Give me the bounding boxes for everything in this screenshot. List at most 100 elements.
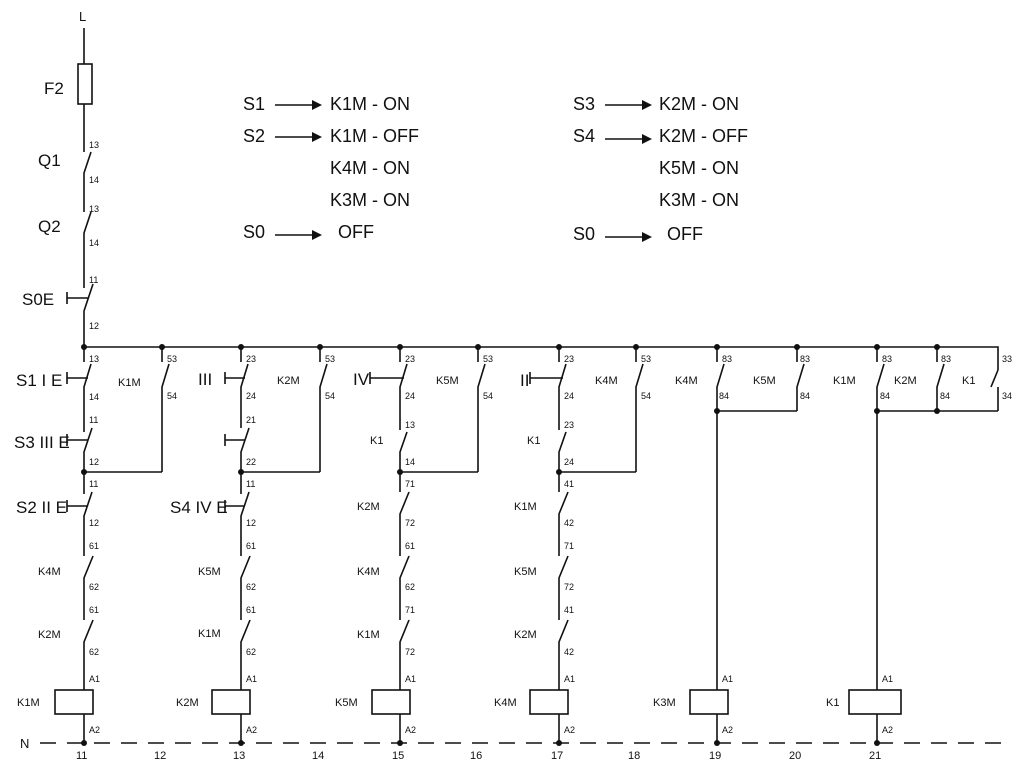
terminal-label: A2: [405, 725, 416, 735]
rung-numbers: 11 12 13 14 15 16 17 18 19 20 21: [76, 750, 881, 762]
rung-number: 13: [233, 750, 245, 762]
rung-number: 14: [312, 750, 324, 762]
contact-label: K1M: [118, 377, 141, 389]
contact-label: K1: [370, 435, 383, 447]
coil-k4m: [529, 689, 569, 715]
junction: [81, 740, 87, 746]
coil-label: K2M: [176, 697, 199, 709]
no-contact-symbol: [876, 347, 885, 411]
terminal-label: 23: [564, 354, 574, 364]
coil-label: K5M: [335, 697, 358, 709]
contact-label: K1: [962, 375, 975, 387]
nc-contact-symbol: [558, 536, 569, 600]
legend-right: S3 K2M - ON S4 K2M - OFF K5M - ON K3M - …: [573, 94, 748, 244]
rung-number: 11: [76, 750, 87, 762]
top-bus: [84, 346, 999, 370]
terminal-label: 72: [405, 518, 415, 528]
contact-label: K2M: [514, 629, 537, 641]
nc-pushbutton-symbol: [66, 490, 93, 532]
arrow-head-icon: [642, 134, 652, 144]
fuse-label: F2: [44, 79, 64, 98]
rung-number: 12: [154, 750, 166, 762]
coil-k1: [848, 689, 902, 715]
arrow-head-icon: [312, 100, 322, 110]
no-contact-symbol: [83, 140, 92, 183]
contact-label: K2M: [277, 375, 300, 387]
coil-k1m: [54, 689, 94, 715]
no-contact-symbol: [558, 410, 567, 472]
terminal-label: 14: [405, 457, 415, 467]
terminal-label: 24: [246, 391, 256, 401]
terminal-label: 11: [246, 479, 255, 489]
terminal-label: 72: [405, 647, 415, 657]
contact-label: III: [198, 370, 212, 389]
terminal-label: 14: [89, 175, 99, 185]
nc-pushbutton-symbol: [66, 422, 93, 472]
nc-pushbutton-symbol: [224, 404, 250, 472]
nc-contact-symbol: [399, 536, 410, 600]
contact-label: K1M: [198, 628, 221, 640]
legend-state: OFF: [338, 222, 374, 242]
terminal-label: 83: [941, 354, 951, 364]
no-contact-symbol: [399, 410, 408, 472]
terminal-label: A2: [722, 725, 733, 735]
coil-k3m: [689, 689, 729, 715]
terminal-label: A2: [882, 725, 893, 735]
contact-label: S0E: [22, 290, 54, 309]
terminal-label: 71: [564, 541, 574, 551]
terminal-label: 84: [940, 391, 950, 401]
legend-state: K1M - OFF: [330, 126, 419, 146]
terminal-label: 24: [564, 457, 574, 467]
terminal-label: 62: [246, 582, 256, 592]
terminal-label: 62: [405, 582, 415, 592]
legend-state: K3M - ON: [330, 190, 410, 210]
nc-pushbutton-symbol: [66, 272, 94, 322]
stop-button-s0: 11 12 S0E: [22, 272, 99, 331]
no-contact-symbol: [716, 347, 725, 411]
terminal-label: 41: [564, 479, 574, 489]
rung-number: 16: [470, 750, 482, 762]
terminal-label: 42: [564, 647, 574, 657]
contact-label: K2M: [894, 375, 917, 387]
junction: [397, 740, 403, 746]
terminal-label: 54: [483, 391, 493, 401]
legend-state: K1M - ON: [330, 94, 410, 114]
legend-switch: S0: [243, 222, 265, 242]
nc-contact-symbol: [399, 600, 410, 690]
terminal-label: 61: [405, 541, 415, 551]
contact-label: S3 III E: [14, 433, 70, 452]
terminal-label: 22: [246, 457, 256, 467]
legend-state: K5M - ON: [659, 158, 739, 178]
contact-label: K4M: [38, 566, 61, 578]
terminal-label: 61: [89, 541, 99, 551]
seal-in-contact-symbol: [161, 347, 170, 472]
terminal-label: 83: [722, 354, 732, 364]
terminal-label: 12: [89, 321, 99, 331]
contact-label: K5M: [514, 566, 537, 578]
contact-label: K4M: [357, 566, 380, 578]
contact-label: K1: [527, 435, 540, 447]
nc-contact-symbol: [558, 472, 569, 536]
junction: [238, 740, 244, 746]
line-label: L: [79, 9, 86, 24]
contact-label: K1M: [514, 501, 537, 513]
terminal-label: 21: [246, 415, 256, 425]
rung-number: 15: [392, 750, 404, 762]
contact-label: Q2: [38, 217, 61, 236]
legend-switch: S0: [573, 224, 595, 244]
terminal-label: 34: [1002, 391, 1012, 401]
rung-k2m: 23 24 III 21 22 K2M 53 54 11 12 S4 IV E …: [170, 347, 335, 742]
terminal-label: 23: [405, 354, 415, 364]
contact-label: K1M: [357, 629, 380, 641]
terminal-label: 41: [564, 605, 574, 615]
terminal-label: 61: [89, 605, 99, 615]
terminal-label: A1: [882, 674, 893, 684]
terminal-label: 53: [483, 354, 493, 364]
terminal-label: A1: [722, 674, 733, 684]
terminal-label: 24: [405, 391, 415, 401]
legend-switch: S2: [243, 126, 265, 146]
nc-contact-symbol: [240, 532, 251, 600]
contact-label: K2M: [38, 629, 61, 641]
terminal-label: 62: [246, 647, 256, 657]
